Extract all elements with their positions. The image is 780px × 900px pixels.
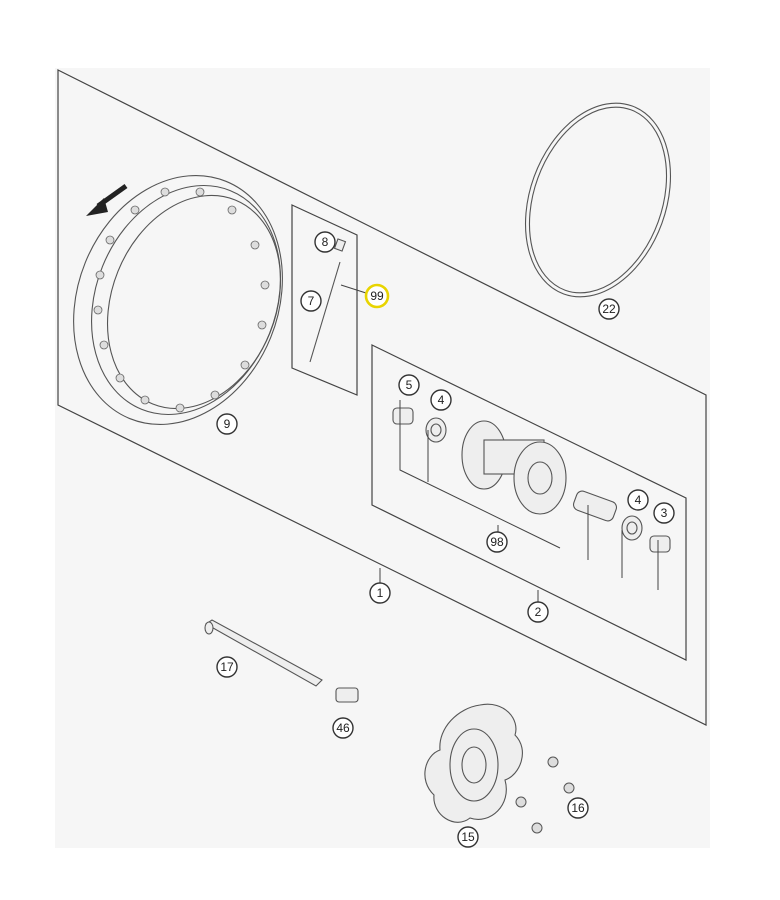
callout-label: 98 <box>490 535 504 549</box>
wheel-assembly-frame <box>57 69 707 726</box>
callout-1[interactable]: 1 <box>369 582 391 604</box>
direction-arrow-icon <box>86 183 128 216</box>
hub-assembly-frame <box>371 344 687 661</box>
callout-label: 16 <box>571 801 585 815</box>
callout-17[interactable]: 17 <box>216 656 238 678</box>
callout-2[interactable]: 2 <box>527 601 549 623</box>
callout-22[interactable]: 22 <box>598 298 620 320</box>
callout-46[interactable]: 46 <box>332 717 354 739</box>
callout-label: 2 <box>535 605 542 619</box>
callout-5[interactable]: 5 <box>398 374 420 396</box>
callout-label: 22 <box>602 302 616 316</box>
callout-label: 7 <box>308 294 315 308</box>
callout-9[interactable]: 9 <box>216 413 238 435</box>
callout-label: 8 <box>322 235 329 249</box>
hub-parts <box>392 407 671 553</box>
callout-99[interactable]: 99 <box>364 283 390 309</box>
diagram-background <box>55 68 710 848</box>
callout-label: 3 <box>661 506 668 520</box>
callout-7[interactable]: 7 <box>300 290 322 312</box>
callout-3[interactable]: 3 <box>653 502 675 524</box>
callouts: 9 8 7 99 22 5 4 4 3 98 1 2 17 46 16 15 <box>216 231 675 848</box>
callout-label: 4 <box>438 393 445 407</box>
spoke-kit-frame <box>291 204 358 396</box>
callout-label: 5 <box>406 378 413 392</box>
rim-part <box>73 174 283 426</box>
callout-label: 46 <box>336 721 350 735</box>
callout-label: 99 <box>370 289 384 303</box>
disc-bolts-part <box>515 756 575 834</box>
callout-8[interactable]: 8 <box>314 231 336 253</box>
callout-label: 4 <box>635 493 642 507</box>
callout-98[interactable]: 98 <box>486 531 508 553</box>
spoke-part <box>309 238 347 363</box>
leader-lines <box>340 284 659 608</box>
rim-band-part <box>524 102 672 298</box>
axle-part <box>204 619 323 687</box>
brake-disc-part <box>424 703 523 823</box>
callout-label: 1 <box>377 586 384 600</box>
callout-15[interactable]: 15 <box>457 826 479 848</box>
callout-4[interactable]: 4 <box>430 389 452 411</box>
axle-nut-part <box>335 687 359 703</box>
callout-4[interactable]: 4 <box>627 489 649 511</box>
callout-label: 9 <box>224 417 231 431</box>
callout-16[interactable]: 16 <box>567 797 589 819</box>
callout-label: 15 <box>461 830 475 844</box>
callout-label: 17 <box>220 660 234 674</box>
